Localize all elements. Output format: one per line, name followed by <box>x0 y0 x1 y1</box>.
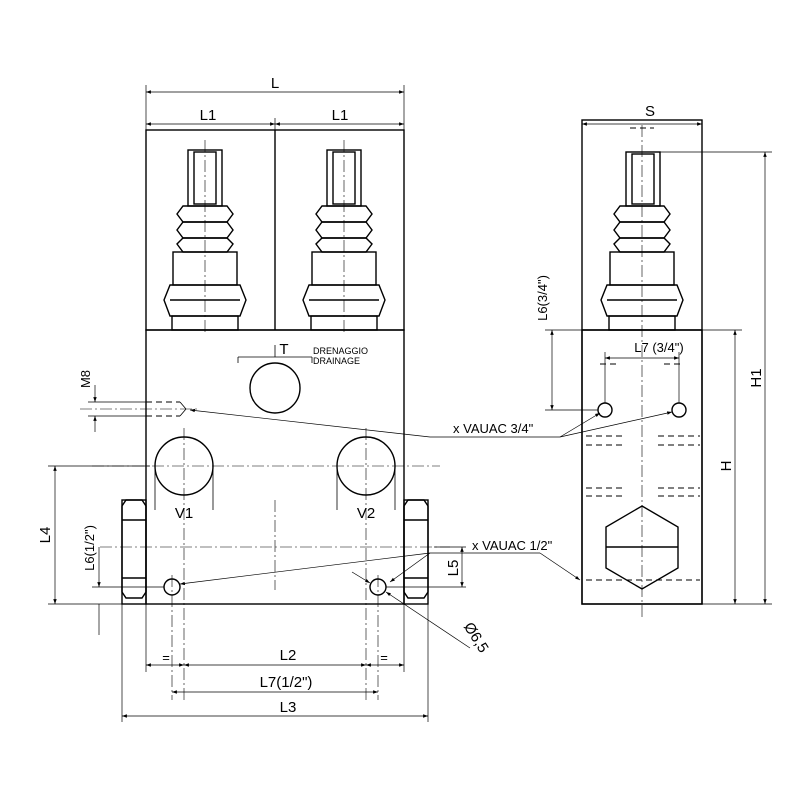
left-hex-plug <box>121 499 147 599</box>
vauac-12-label: x VAUAC 1/2" <box>472 538 553 553</box>
drain-label-en: DRAINAGE <box>313 356 360 366</box>
dim-M8: M8 <box>78 370 93 388</box>
dim-L1-left: L1 <box>200 107 217 124</box>
eq-left: = <box>162 650 170 665</box>
drain-label-it: DRENAGGIO <box>313 346 368 356</box>
vauac-34-label: x VAUAC 3/4" <box>453 421 534 436</box>
left-flange <box>121 499 147 605</box>
dimension-lines <box>48 85 772 722</box>
dim-L1-right: L1 <box>332 107 349 124</box>
side-hex-plug <box>605 505 679 590</box>
dim-L: L <box>271 75 279 92</box>
front-view <box>80 129 450 700</box>
right-flange <box>403 499 429 605</box>
labels: L L1 L1 S T DRENAGGIO DRAINAGE M8 x VAUA… <box>37 75 765 716</box>
dim-L2: L2 <box>280 647 297 664</box>
dim-L5: L5 <box>445 560 462 577</box>
m8-screw <box>80 401 200 417</box>
side-view <box>581 119 703 620</box>
dim-H1: H1 <box>748 368 765 387</box>
dim-diameter: Ø6,5 <box>460 619 492 656</box>
dim-L7-34: L7 (3/4") <box>634 340 683 355</box>
left-cartridge <box>163 140 247 335</box>
dim-T: T <box>279 341 288 358</box>
dim-L6-34: L6(3/4") <box>535 275 550 321</box>
right-cartridge <box>302 140 386 335</box>
dim-S: S <box>645 103 655 120</box>
right-hex-plug <box>403 499 429 599</box>
dim-L4: L4 <box>37 527 54 544</box>
port-V1-label: V1 <box>175 505 193 522</box>
dim-L3: L3 <box>280 699 297 716</box>
eq-right: = <box>380 650 388 665</box>
dim-L7-12: L7(1/2") <box>260 674 313 691</box>
drain-port-T <box>249 362 301 414</box>
dim-H: H <box>718 461 735 472</box>
port-V2-label: V2 <box>357 505 375 522</box>
port-V2 <box>336 436 396 496</box>
dim-L6-12: L6(1/2") <box>82 525 97 571</box>
